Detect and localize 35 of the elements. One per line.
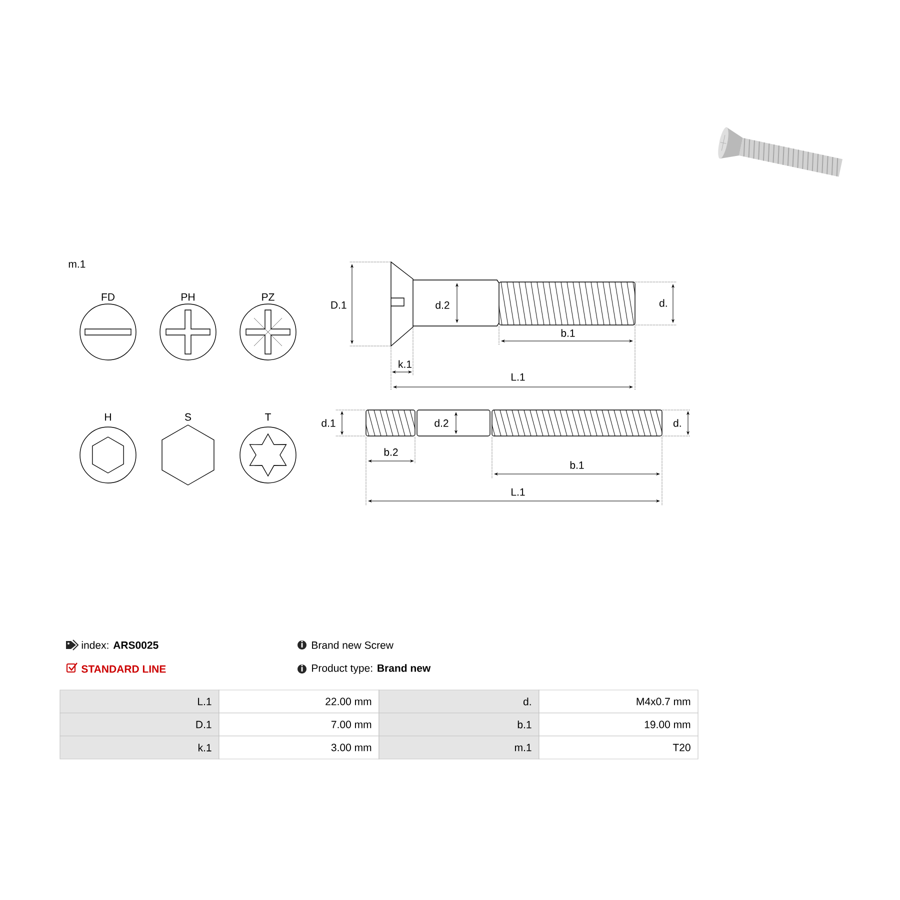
table-cell: D.1 [60,712,220,736]
index-text: index: ARS0025 [82,641,158,649]
dimension-label: k.1 [398,360,412,368]
table-cell: 7.00 mm [218,712,380,736]
drive-label: FD [102,293,114,301]
drive-label: T [265,413,271,421]
table-cell: T20 [538,736,698,760]
dimension-label: b.1 [561,329,575,337]
table-cell: d. [378,690,540,714]
dimension-label: d.1 [322,419,336,427]
table-cell: M4x0.7 mm [538,690,698,714]
table-cell: 19.00 mm [538,712,698,736]
dimension-label: L.1 [512,373,525,381]
dimension-label: d. [674,419,681,427]
drive-label: PZ [262,293,274,301]
dimension-label: d.2 [434,419,448,427]
info-text: Brand new Screw [312,641,394,649]
dimension-label: L.1 [512,488,525,496]
table-cell: 22.00 mm [218,690,380,714]
drive-label: H [105,413,111,421]
table-cell: 3.00 mm [218,736,380,760]
info-text: Product type: Brand new [312,664,431,674]
table-cell: L.1 [60,690,220,714]
drive-label: m.1 [68,260,86,268]
dimension-label: d.2 [436,301,450,309]
line-label: STANDARD LINE [82,665,166,673]
table-cell: m.1 [378,736,540,760]
table-cell: b.1 [378,712,540,736]
dimension-label: d. [660,299,667,307]
dimension-label: D.1 [331,301,346,309]
dimension-label: b.1 [570,461,584,469]
drive-label: PH [182,293,194,301]
drive-label: S [184,413,192,421]
dimension-label: b.2 [384,448,398,456]
table-cell: k.1 [60,736,220,760]
